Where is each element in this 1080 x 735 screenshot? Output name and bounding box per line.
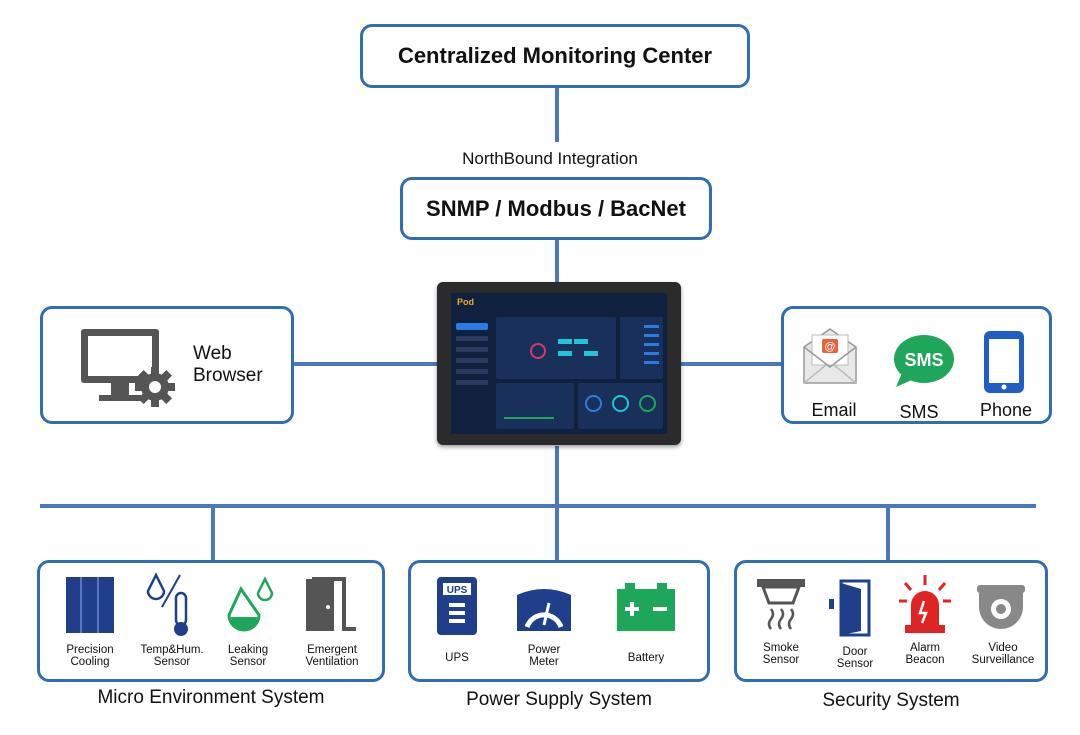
temp-humidity-icon xyxy=(146,572,188,636)
protocol-title: SNMP / Modbus / BacNet xyxy=(426,195,686,221)
screen-panel-gauges xyxy=(578,383,663,429)
web-browser-label: Web Browser xyxy=(193,343,263,386)
email-icon: @ xyxy=(803,328,857,384)
precision-cooling-icon xyxy=(66,577,114,633)
micro-environment-caption: Micro Environment System xyxy=(97,687,325,708)
svg-text:UPS: UPS xyxy=(447,585,468,596)
power-supply-caption: Power Supply System xyxy=(466,689,652,710)
notification-box: @ SMS Email SMS Phone xyxy=(781,306,1052,424)
sms-label: SMS xyxy=(899,402,939,422)
battery-icon xyxy=(617,583,675,631)
device-logo: Pod xyxy=(457,297,474,307)
connector-left xyxy=(293,362,438,366)
connector-device-bus xyxy=(555,446,559,506)
leaking-sensor-icon xyxy=(227,576,274,632)
temp-hum-label: Temp&Hum.Sensor xyxy=(140,644,204,669)
screen-panel-main xyxy=(496,317,616,379)
bus-line xyxy=(40,504,1036,508)
door-sensor-icon xyxy=(829,579,871,637)
phone-label: Phone xyxy=(979,400,1033,420)
screen-panel-chart xyxy=(496,383,574,429)
drop-micro xyxy=(211,504,215,560)
video-camera-icon xyxy=(977,585,1025,629)
monitoring-center-title: Centralized Monitoring Center xyxy=(397,43,713,68)
svg-text:SMS: SMS xyxy=(904,350,943,370)
monitor-gear-icon xyxy=(81,329,175,407)
connector-right xyxy=(680,362,782,366)
battery-label: Battery xyxy=(627,652,665,664)
monitor-device: Pod xyxy=(437,282,681,445)
security-caption: Security System xyxy=(822,690,960,711)
web-browser-box: Web Browser xyxy=(40,306,294,424)
ventilation-door-icon xyxy=(306,577,356,631)
connector-top xyxy=(555,87,559,142)
email-label: Email xyxy=(811,400,857,420)
northbound-label: NorthBound Integration xyxy=(462,149,638,168)
screen-sidebar xyxy=(454,319,490,431)
phone-icon xyxy=(984,331,1024,393)
monitor-screen: Pod xyxy=(451,293,667,434)
drop-security xyxy=(886,504,890,560)
smoke-sensor-icon xyxy=(757,579,805,630)
power-meter-icon xyxy=(517,589,571,631)
ups-label: UPS xyxy=(445,652,469,664)
screen-panel-right xyxy=(620,317,663,379)
ups-icon: UPS xyxy=(437,577,477,635)
svg-text:@: @ xyxy=(824,341,835,353)
alarm-beacon-icon xyxy=(899,575,951,633)
connector-protocol-device xyxy=(555,239,559,283)
monitoring-center-box: Centralized Monitoring Center xyxy=(360,24,750,88)
protocol-box: SNMP / Modbus / BacNet xyxy=(400,177,712,240)
sms-icon: SMS xyxy=(894,335,954,387)
drop-power xyxy=(555,504,559,560)
